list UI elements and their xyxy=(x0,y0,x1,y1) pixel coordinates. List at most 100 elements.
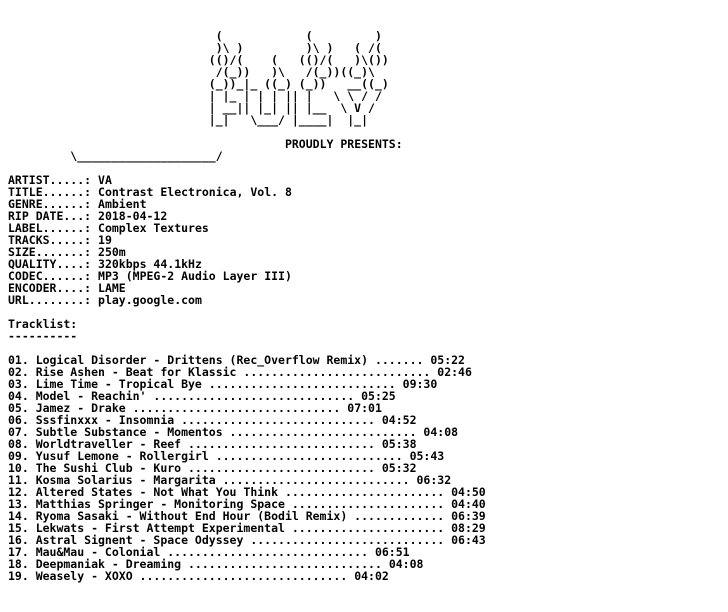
info-value: Ambient xyxy=(98,197,147,211)
track-title: 12. Altered States - Not What You Think … xyxy=(8,485,452,499)
track-row: 07. Subtle Substance - Momentos ........… xyxy=(8,426,486,438)
track-title: 06. Sssfinxxx - Insomnia ...............… xyxy=(8,413,382,427)
track-duration: 09:30 xyxy=(402,377,438,391)
track-title: 09. Yusuf Lemone - Rollergirl ..........… xyxy=(8,449,410,463)
tracklist-heading: Tracklist: xyxy=(8,317,78,331)
logo-line: )\ ) )\ ) ( /( xyxy=(8,41,382,55)
track-duration: 05:43 xyxy=(409,449,445,463)
info-label: GENRE...... xyxy=(8,197,85,211)
track-row: 04. Model - Reachin' ...................… xyxy=(8,390,486,402)
track-row: 03. Lime Time - Tropical Bye ...........… xyxy=(8,378,486,390)
track-title: 16. Astral Signent - Space Odyssey .....… xyxy=(8,533,452,547)
info-row: ARTIST.....: VA xyxy=(8,173,112,187)
track-row: 10. The Sushi Club - Kuro ..............… xyxy=(8,462,486,474)
info-row: TRACKS.....: 19 xyxy=(8,233,112,247)
info-value: 2018-04-12 xyxy=(98,209,168,223)
nfo-document: ( ( ) )\ ) )\ ) ( /( (()/( ( (()/( )\())… xyxy=(8,30,486,582)
track-title: 18. Deepmaniak - Dreaming ..............… xyxy=(8,557,389,571)
info-row: ENCODER....: LAME xyxy=(8,281,126,295)
track-duration: 04:08 xyxy=(423,425,459,439)
info-label: RIP DATE... xyxy=(8,209,85,223)
info-label: URL........ xyxy=(8,293,85,307)
track-title: 07. Subtle Substance - Momentos ........… xyxy=(8,425,424,439)
info-row: QUALITY....: 320kbps 44.1kHz xyxy=(8,257,202,271)
info-label: ENCODER.... xyxy=(8,281,85,295)
track-title: 02. Rise Ashen - Beat for Klassic ......… xyxy=(8,365,438,379)
info-label: TRACKS..... xyxy=(8,233,85,247)
track-duration: 04:02 xyxy=(354,569,389,583)
track-row: 05. Jamez - Drake ......................… xyxy=(8,402,486,414)
track-title: 19. Weasely - XOXO .....................… xyxy=(8,569,355,583)
info-value: LAME xyxy=(98,281,126,295)
track-row: 15. Lekwats - First Attempt Experimental… xyxy=(8,522,486,534)
track-duration: 05:38 xyxy=(381,437,417,451)
info-value: MP3 (MPEG-2 Audio Layer III) xyxy=(98,269,292,283)
track-title: 15. Lekwats - First Attempt Experimental… xyxy=(8,521,452,535)
track-row: 01. Logical Disorder - Drittens (Rec_Ove… xyxy=(8,354,486,366)
info-label: ARTIST..... xyxy=(8,173,85,187)
track-title: 01. Logical Disorder - Drittens (Rec_Ove… xyxy=(8,353,431,367)
track-duration: 04:50 xyxy=(451,485,486,499)
track-row: 11. Kosma Solarius - Margarita .........… xyxy=(8,474,486,486)
track-title: 13. Matthias Springer - Monitoring Space… xyxy=(8,497,452,511)
track-duration: 06:39 xyxy=(451,509,486,523)
info-label: LABEL...... xyxy=(8,221,85,235)
info-value: Complex Textures xyxy=(98,221,209,235)
info-value: 19 xyxy=(98,233,112,247)
track-row: 19. Weasely - XOXO .....................… xyxy=(8,570,486,582)
track-row: 02. Rise Ashen - Beat for Klassic ......… xyxy=(8,366,486,378)
track-row: 17. Mau&Mau - Colonial .................… xyxy=(8,546,486,558)
info-row: TITLE......: Contrast Electronica, Vol. … xyxy=(8,185,292,199)
track-row: 09. Yusuf Lemone - Rollergirl ..........… xyxy=(8,450,486,462)
info-label: QUALITY.... xyxy=(8,257,85,271)
track-duration: 04:52 xyxy=(381,413,417,427)
presents-underline: \____________________/ xyxy=(8,149,223,163)
info-row: RIP DATE...: 2018-04-12 xyxy=(8,209,168,223)
spacer xyxy=(8,306,486,318)
info-label: SIZE....... xyxy=(8,245,85,259)
track-row: 08. Worldtraveller - Reef ..............… xyxy=(8,438,486,450)
info-value: 250m xyxy=(98,245,126,259)
info-value: Contrast Electronica, Vol. 8 xyxy=(98,185,292,199)
track-duration: 07:01 xyxy=(347,401,382,415)
track-title: 17. Mau&Mau - Colonial .................… xyxy=(8,545,375,559)
track-row: 06. Sssfinxxx - Insomnia ...............… xyxy=(8,414,486,426)
info-row: URL........: play.google.com xyxy=(8,293,202,307)
track-row: 18. Deepmaniak - Dreaming ..............… xyxy=(8,558,486,570)
logo-line: /(_)) )\ /(_))((_)\ xyxy=(8,65,375,79)
tracklist-underline: ---------- xyxy=(8,329,78,343)
info-value: play.google.com xyxy=(98,293,202,307)
logo-line: (()/( ( (()/( )\()) xyxy=(8,53,389,67)
track-duration: 06:32 xyxy=(416,473,452,487)
track-row: 13. Matthias Springer - Monitoring Space… xyxy=(8,498,486,510)
track-title: 05. Jamez - Drake ......................… xyxy=(8,401,348,415)
info-row: GENRE......: Ambient xyxy=(8,197,147,211)
ascii-logo: ( ( ) )\ ) )\ ) ( /( (()/( ( (()/( )\())… xyxy=(8,30,486,126)
track-title: 10. The Sushi Club - Kuro ..............… xyxy=(8,461,382,475)
info-label: CODEC...... xyxy=(8,269,85,283)
info-row: LABEL......: Complex Textures xyxy=(8,221,209,235)
info-row: SIZE.......: 250m xyxy=(8,245,126,259)
logo-line: | |_ | | | || | \ \ / / xyxy=(8,89,382,103)
track-title: 03. Lime Time - Tropical Bye ...........… xyxy=(8,377,403,391)
track-duration: 05:32 xyxy=(381,461,417,475)
track-duration: 02:46 xyxy=(437,365,472,379)
track-title: 04. Model - Reachin' ...................… xyxy=(8,389,362,403)
logo-line: | __|| |_| || |__ \ V / xyxy=(8,101,375,115)
track-duration: 04:40 xyxy=(451,497,486,511)
track-duration: 05:22 xyxy=(430,353,465,367)
logo-line: |_| \___/ |____| |_| xyxy=(8,113,369,127)
info-value: 320kbps 44.1kHz xyxy=(98,257,202,271)
track-row: 14. Ryoma Sasaki - Without End Hour (Bod… xyxy=(8,510,486,522)
presents-text: PROUDLY PRESENTS: xyxy=(284,137,403,151)
logo-line: (_))_|_ ((_) (_)) __((_) xyxy=(8,77,389,91)
logo-line: ( ( ) xyxy=(8,29,382,43)
track-duration: 05:25 xyxy=(361,389,396,403)
tracklist: 01. Logical Disorder - Drittens (Rec_Ove… xyxy=(8,354,486,582)
info-value: VA xyxy=(98,173,112,187)
track-row: 12. Altered States - Not What You Think … xyxy=(8,486,486,498)
track-duration: 04:08 xyxy=(388,557,424,571)
track-duration: 08:29 xyxy=(451,521,486,535)
track-title: 11. Kosma Solarius - Margarita .........… xyxy=(8,473,417,487)
